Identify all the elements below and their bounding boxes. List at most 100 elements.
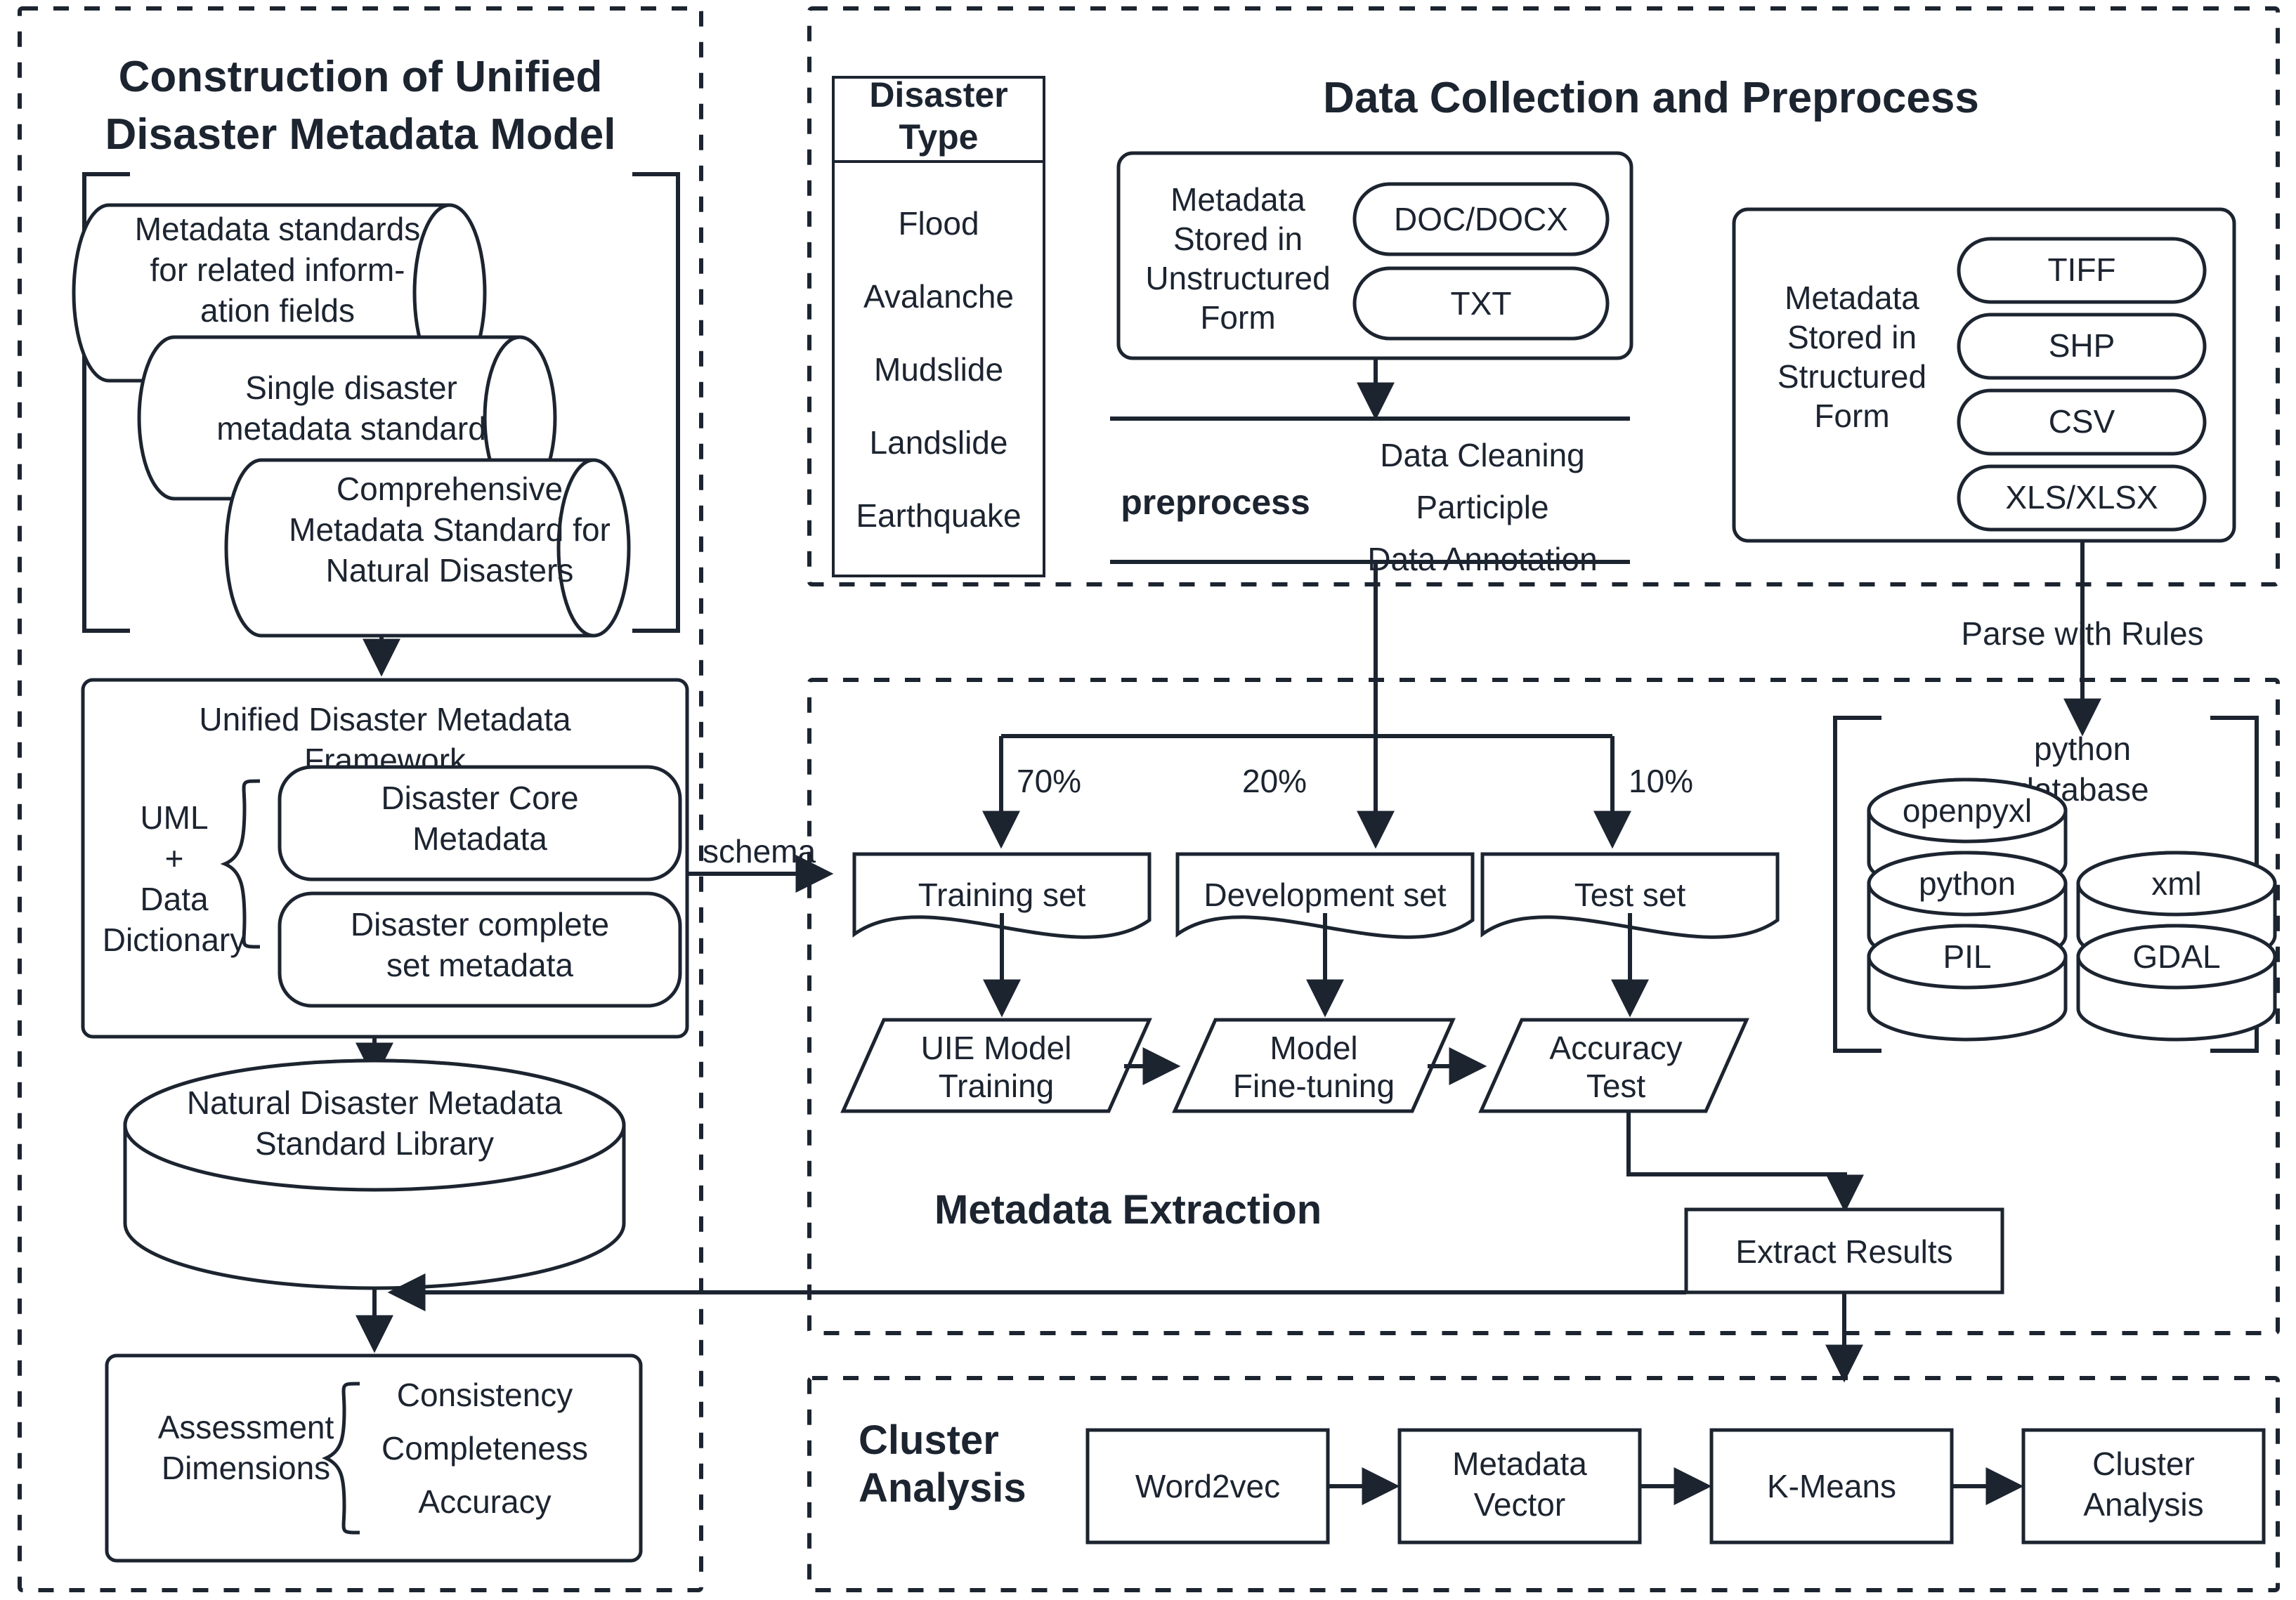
framework-item-1-line1: Disaster Core: [381, 780, 578, 816]
cluster-step-2-line1: K-Means: [1767, 1468, 1896, 1504]
library-line2: Standard Library: [255, 1125, 494, 1162]
edge-label-schema: schema: [703, 833, 816, 870]
split-bus: [999, 562, 1615, 829]
library-label-0: openpyxl: [1903, 792, 2032, 829]
unstructured-label-line4: Form: [1200, 299, 1275, 336]
cylinder-group-bracket-right: [632, 172, 680, 633]
unstructured-label-line3: Unstructured: [1145, 260, 1330, 296]
assessment-dimensions-box: Assessment Dimensions Consistency Comple…: [105, 1353, 643, 1563]
standard-library-cylinder: Natural Disaster Metadata Standard Libra…: [123, 1058, 626, 1290]
disaster-table-header-line1: Disaster: [869, 75, 1007, 114]
framework-item-2-line1: Disaster complete: [351, 906, 609, 943]
cluster-step-cluster-analysis: Cluster Analysis: [2021, 1428, 2266, 1545]
stage-2-line1: Accuracy: [1549, 1030, 1682, 1066]
cylinder-group-bracket: [82, 172, 130, 633]
structured-format-1: SHP: [2049, 327, 2115, 364]
framework-left-label-line1: UML: [140, 799, 208, 836]
dataset-label-0: Training set: [918, 877, 1086, 913]
library-label-4: GDAL: [2132, 938, 2220, 975]
preprocess-label: preprocess: [1121, 483, 1310, 522]
stage-model-fine-tuning: Model Fine-tuning: [1172, 1018, 1456, 1113]
format-chip-txt: [1352, 266, 1610, 341]
db-cylinder-pil: PIL: [1867, 924, 2068, 1042]
unstructured-label-line2: Stored in: [1173, 221, 1303, 257]
assessment-brace: [321, 1382, 360, 1535]
assessment-dimension-2: Accuracy: [418, 1483, 551, 1520]
cluster-step-3-line1: Cluster: [2092, 1445, 2195, 1482]
python-db-bracket-left: [1833, 716, 1881, 1053]
framework-left-label-line3: Data: [140, 881, 209, 917]
unstructured-format-0: DOC/DOCX: [1394, 201, 1568, 237]
stage-0-line2: Training: [939, 1068, 1054, 1104]
structured-format-2: CSV: [2049, 403, 2115, 440]
framework-brace: [220, 779, 261, 949]
python-db-label-line1: python: [2034, 730, 2131, 767]
preprocess-step-1: Participle: [1416, 489, 1548, 525]
framework-left-label-line4: Dictionary: [103, 922, 247, 958]
framework-item-1-line2: Metadata: [412, 820, 547, 857]
db-cylinder-gdal: GDAL: [2076, 924, 2277, 1042]
panel-extraction-border: [807, 678, 2280, 1335]
stage-1-line1: Model: [1270, 1030, 1357, 1066]
cluster-step-0-line1: Word2vec: [1135, 1468, 1280, 1504]
table-row: Landslide: [870, 424, 1008, 461]
stage-1-line2: Fine-tuning: [1233, 1068, 1395, 1104]
framework-item-2-line2: set metadata: [386, 947, 573, 983]
preprocess-band: preprocess Data Cleaning Participle Data…: [1110, 417, 1630, 577]
cylinder-2-line1: Single disaster: [245, 369, 457, 406]
table-row: Earthquake: [856, 497, 1021, 534]
extract-results-label: Extract Results: [1735, 1233, 1952, 1270]
library-label-3: xml: [2151, 865, 2202, 902]
format-chip-tiff: [1957, 237, 2207, 304]
panel-extraction-title: Metadata Extraction: [934, 1187, 1322, 1233]
stage-2-line2: Test: [1586, 1068, 1646, 1104]
cluster-step-kmeans: K-Means: [1709, 1428, 1954, 1545]
structured-label-line4: Form: [1814, 398, 1889, 434]
cylinder-1-line1: Metadata standards: [135, 211, 421, 247]
cylinder-1-line3: ation fields: [200, 292, 355, 329]
panel-collection-title: Data Collection and Preprocess: [1323, 74, 1979, 122]
structured-metadata-box: Metadata Stored in Structured Form TIFF …: [1732, 207, 2236, 543]
format-chip-csv: [1957, 388, 2207, 456]
cylinder-comprehensive-standard: Comprehensive Metadata Standard for Natu…: [224, 458, 631, 638]
unstructured-metadata-box: Metadata Stored in Unstructured Form DOC…: [1116, 151, 1633, 360]
cylinder-3-line2: Metadata Standard for: [289, 511, 611, 548]
structured-label-line1: Metadata: [1785, 280, 1919, 316]
table-row: Mudslide: [874, 351, 1003, 388]
dataset-test-set: Test set: [1480, 852, 1780, 939]
disaster-type-table: Disaster Type Flood Avalanche Mudslide L…: [832, 75, 1045, 577]
panel-left-title-line2: Disaster Metadata Model: [105, 110, 616, 159]
panel-cluster-border: [807, 1376, 2280, 1592]
unstructured-format-1: TXT: [1451, 285, 1512, 322]
python-database-group: python database openpyxl python PIL xml: [1833, 716, 2277, 1053]
stage-0-line1: UIE Model: [921, 1030, 1072, 1066]
structured-format-0: TIFF: [2047, 251, 2115, 288]
format-chip-xls: [1957, 464, 2207, 532]
structured-label-line3: Structured: [1778, 358, 1926, 395]
assessment-dimension-0: Consistency: [397, 1377, 573, 1413]
format-chip-shp: [1957, 313, 2207, 380]
table-row: Avalanche: [863, 278, 1014, 315]
edge-label-split-dev: 20%: [1242, 763, 1307, 799]
table-row: Flood: [898, 205, 979, 242]
format-chip-docdocx: [1352, 182, 1610, 256]
library-label-1: python: [1919, 865, 2016, 902]
framework-item-1-box: [278, 765, 682, 881]
panel-left-title-line1: Construction of Unified: [119, 53, 603, 101]
cluster-step-metadata-vector: Metadata Vector: [1397, 1428, 1642, 1545]
framework-title-line1: Unified Disaster Metadata: [199, 701, 571, 737]
unstructured-label-line1: Metadata: [1170, 181, 1305, 218]
structured-label-line2: Stored in: [1787, 319, 1917, 355]
cylinder-1-line2: for related inform-: [150, 251, 405, 288]
cylinder-3-line1: Comprehensive: [337, 471, 563, 507]
panel-left-border: [18, 6, 703, 1592]
extract-results-box: Extract Results: [1684, 1207, 2004, 1294]
framework-left-label-line2: +: [165, 840, 184, 877]
unified-framework-box: Unified Disaster Metadata Framework UML …: [81, 678, 689, 1039]
assessment-dimension-1: Completeness: [381, 1430, 588, 1467]
stage-accuracy-test: Accuracy Test: [1478, 1018, 1749, 1113]
edge-label-split-train: 70%: [1017, 763, 1081, 799]
cluster-step-word2vec: Word2vec: [1085, 1428, 1330, 1545]
cluster-step-1-line1: Metadata: [1452, 1445, 1587, 1482]
